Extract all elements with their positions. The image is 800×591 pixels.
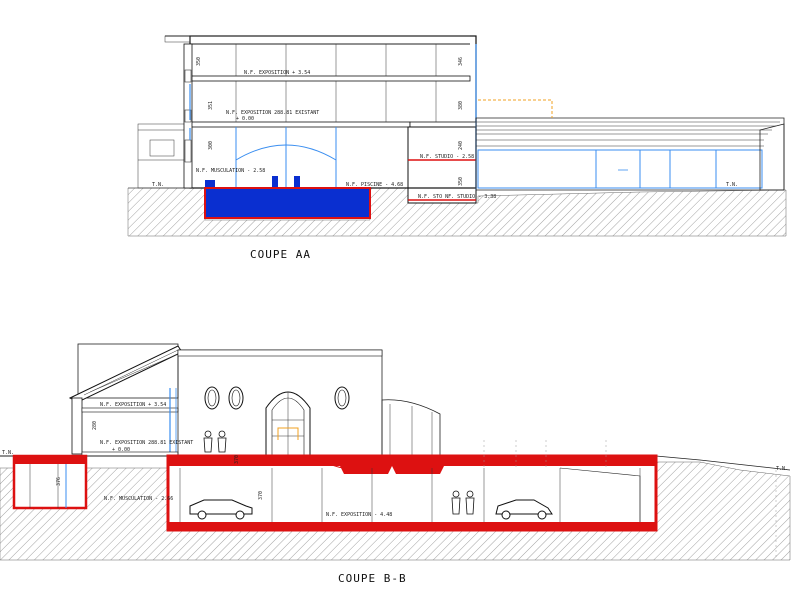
dim-6-aa: 240 (458, 141, 464, 150)
label-tn-left-aa: T.N. (152, 182, 164, 188)
label-musculation-bb: N.F. MUSCULATION - 2.66 (104, 496, 173, 502)
label-expo-exist-level-aa: + 0.00 (236, 116, 254, 122)
dimensions-aa: 350 351 300 346 380 240 350 (196, 57, 464, 186)
label-expo-top-bb: N.F. EXPOSITION + 3.54 (100, 402, 166, 408)
label-musculation-aa: N.F. MUSCULATION - 2.58 (196, 168, 265, 174)
dim-1-aa: 350 (196, 57, 202, 66)
section-aa-title: COUPE AA (250, 248, 311, 261)
label-tn-right-bb: T.N. (776, 466, 788, 472)
label-expo-top-aa: N.F. EXPOSITION + 3.54 (244, 70, 310, 76)
dim-4-aa: 346 (458, 57, 464, 66)
label-expo-exist-level-bb: + 0.00 (112, 447, 130, 453)
round-window-1 (204, 386, 220, 410)
pool-basin-aa (204, 187, 371, 219)
label-expo-low-bb: N.F. EXPOSITION - 4.48 (326, 512, 392, 518)
dim-5-aa: 380 (458, 101, 464, 110)
label-piscine-aa: N.F. PISCINE - 4.68 (346, 182, 403, 188)
annex-left-aa (137, 123, 191, 189)
basement-left-bb (12, 454, 88, 510)
ground-hatch-bb (0, 461, 791, 561)
right-shed-bb (381, 399, 441, 457)
car-right (495, 499, 553, 520)
human-figures-ground (203, 430, 227, 453)
annex-left-bb (68, 343, 183, 457)
section-bb: 376 280 370 370 N.F. EXPOSITION + 3.54 N… (0, 343, 791, 585)
round-window-3 (334, 386, 350, 410)
dim-7-aa: 350 (458, 177, 464, 186)
dim-3-aa: 300 (208, 141, 214, 150)
dim-4-bb: 370 (234, 455, 240, 464)
dimensions-bb: 376 280 370 370 (56, 421, 264, 500)
main-building-bb (177, 349, 383, 457)
human-figures-basement (451, 490, 475, 515)
label-studio-aa: N.F. STUDIO - 2.58 (420, 154, 474, 160)
dim-1-bb: 376 (56, 477, 62, 486)
pool-hall-aa (205, 127, 337, 188)
label-tn-right-aa: T.N. (726, 182, 738, 188)
dim-2-aa: 351 (208, 101, 214, 110)
label-expo-exist-bb: N.F. EXPOSITION 288.81 EXISTANT (100, 440, 193, 446)
dim-2-bb: 280 (92, 421, 98, 430)
car-left (189, 499, 253, 520)
section-bb-title: COUPE B-B (338, 572, 407, 585)
label-tn-left-bb: T.N. (2, 450, 14, 456)
round-window-2 (228, 386, 244, 410)
dashed-roof-line-aa (478, 99, 553, 118)
label-sto-studio-aa: N.F. STO NF. STUDIO - 3.38 (418, 194, 496, 200)
dim-3-bb: 370 (258, 491, 264, 500)
basement-main-bb (166, 440, 777, 560)
label-expo-exist-aa: N.F. EXPOSITION 288.81 EXISTANT (226, 110, 319, 116)
section-aa: 350 351 300 346 380 240 350 N.F. EXPOSIT… (127, 35, 787, 261)
glazed-extension-aa (475, 117, 785, 191)
